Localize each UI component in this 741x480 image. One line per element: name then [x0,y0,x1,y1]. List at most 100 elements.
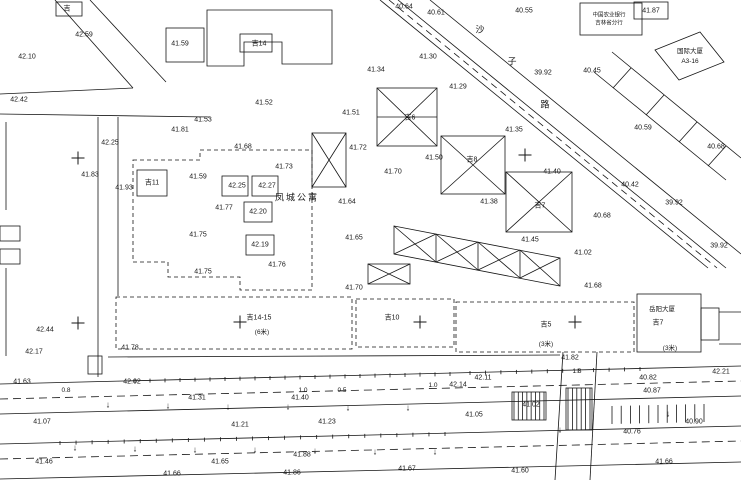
spot-elevation: 41.67 [398,465,416,473]
grid-cross-icon [233,315,247,329]
spot-elevation: 42.11 [474,374,492,382]
diagonal-road [379,0,741,269]
spot-elevation: 41.02 [574,249,592,257]
spot-elevation: 42.10 [18,53,36,61]
spot-elevation: 42.19 [251,241,269,249]
spot-elevation: 42.02 [123,378,141,386]
spot-elevation: 40.68 [707,143,725,151]
spot-elevation: 41.40 [291,394,309,402]
spot-elevation: 41.88 [293,451,311,459]
building-id-label: 吉11 [144,179,160,187]
spot-elevation: 42.27 [258,182,276,190]
grid-cross-icon [71,316,85,330]
hatched-buildings [311,87,573,287]
spot-elevation: 41.02 [522,401,540,409]
spot-elevation: 40.42 [621,181,639,189]
spot-elevation: 41.29 [449,83,467,91]
spot-elevation: 42.44 [36,326,54,334]
spot-elevation: 40.55 [515,7,533,15]
place-label: 沙 [475,24,485,35]
building-id-label: 吉14 [251,40,267,48]
flow-arrow-icon: ↓ [432,446,438,457]
spot-elevation: 41.30 [419,53,437,61]
spot-elevation: 41.05 [465,411,483,419]
spot-elevation: 41.21 [231,421,249,429]
flow-arrow-icon: ↓ [105,399,111,410]
flow-arrow-icon: ↓ [225,401,231,412]
spot-elevation: 41.73 [275,163,293,171]
spot-elevation: 41.68 [234,143,252,151]
spot-elevation: 40.82 [639,374,657,382]
fengcheng-inner-blocks [136,169,279,256]
flow-arrow-icon: ↓ [345,402,351,413]
flow-arrow-icon: ↓ [372,446,378,457]
spot-elevation: 41.59 [171,40,189,48]
building-id-label: 吉7 [534,202,546,210]
spot-elevation: 41.60 [511,467,529,475]
road-left-vertical [0,117,119,377]
flow-arrow-icon: ↓ [405,402,411,413]
flow-arrow-icon: ↓ [665,408,671,419]
spot-elevation: 42.59 [75,31,93,39]
spot-elevation: 41.50 [425,154,443,162]
building-id-label: 吉14-15 [246,314,272,322]
place-label: 国际大厦 [677,47,703,55]
place-label: 路 [540,99,550,110]
place-label: 凤城公寓 [274,192,320,203]
spot-elevation: 41.66 [655,458,673,466]
spot-elevation: 40.59 [634,124,652,132]
hatch-blocks [511,387,593,431]
spot-elevation: 41.45 [521,236,539,244]
spot-elevation: 41.77 [215,204,233,212]
spot-elevation: 41.38 [480,198,498,206]
spot-elevation: 42.42 [10,96,28,104]
building-id-label: 吉8 [466,156,478,164]
building-id-label: 吉 [63,5,71,13]
road-note: (6米) [254,328,270,336]
place-label: 岳阳大厦 [649,305,675,313]
spot-elevation: 41.40 [543,168,561,176]
grid-cross-icon [518,148,532,162]
road-ticks [59,367,705,445]
building-id-label: 吉6 [404,114,416,122]
spot-elevation: 39.92 [665,199,683,207]
spot-elevation: 41.59 [189,173,207,181]
spot-elevation: 41.93 [115,184,133,192]
spot-elevation: 40.87 [643,387,661,395]
spot-elevation: 41.87 [642,7,660,15]
road-note: (3米) [538,340,554,348]
flow-arrow-icon: ↓ [192,444,198,455]
spot-elevation: 41.78 [121,344,139,352]
flow-arrow-icon: ↓ [72,442,78,453]
spot-elevation: 41.07 [33,418,51,426]
spot-elevation: 41.65 [211,458,229,466]
spot-elevation: 41.76 [268,261,286,269]
spot-elevation: 41.75 [194,268,212,276]
spot-elevation: 40.61 [427,9,445,17]
spot-elevation: 39.92 [534,69,552,77]
spot-elevation: 41.65 [345,234,363,242]
spot-elevation: 41.64 [338,198,356,206]
topright-buildings [579,1,741,181]
spot-elevation: 42.21 [712,368,730,376]
road-note: 0.8 [61,386,71,394]
spot-elevation: 41.75 [189,231,207,239]
spot-elevation: 41.53 [194,116,212,124]
spot-elevation: 41.70 [384,168,402,176]
building-fengcheng-outline [132,149,313,291]
place-label: A3-16 [681,57,699,65]
flow-arrow-icon: ↓ [165,400,171,411]
spot-elevation: 41.34 [367,66,385,74]
building-id-label: 吉10 [384,314,400,322]
spot-elevation: 41.66 [163,470,181,478]
spot-elevation: 41.86 [283,469,301,477]
spot-elevation: 41.83 [81,171,99,179]
flow-arrow-icon: ↓ [252,444,258,455]
spot-elevation: 42.14 [449,381,467,389]
spot-elevation: 41.52 [255,99,273,107]
yueyang-building [636,293,741,353]
spot-elevation: 41.46 [35,458,53,466]
spot-elevation: 42.17 [25,348,43,356]
